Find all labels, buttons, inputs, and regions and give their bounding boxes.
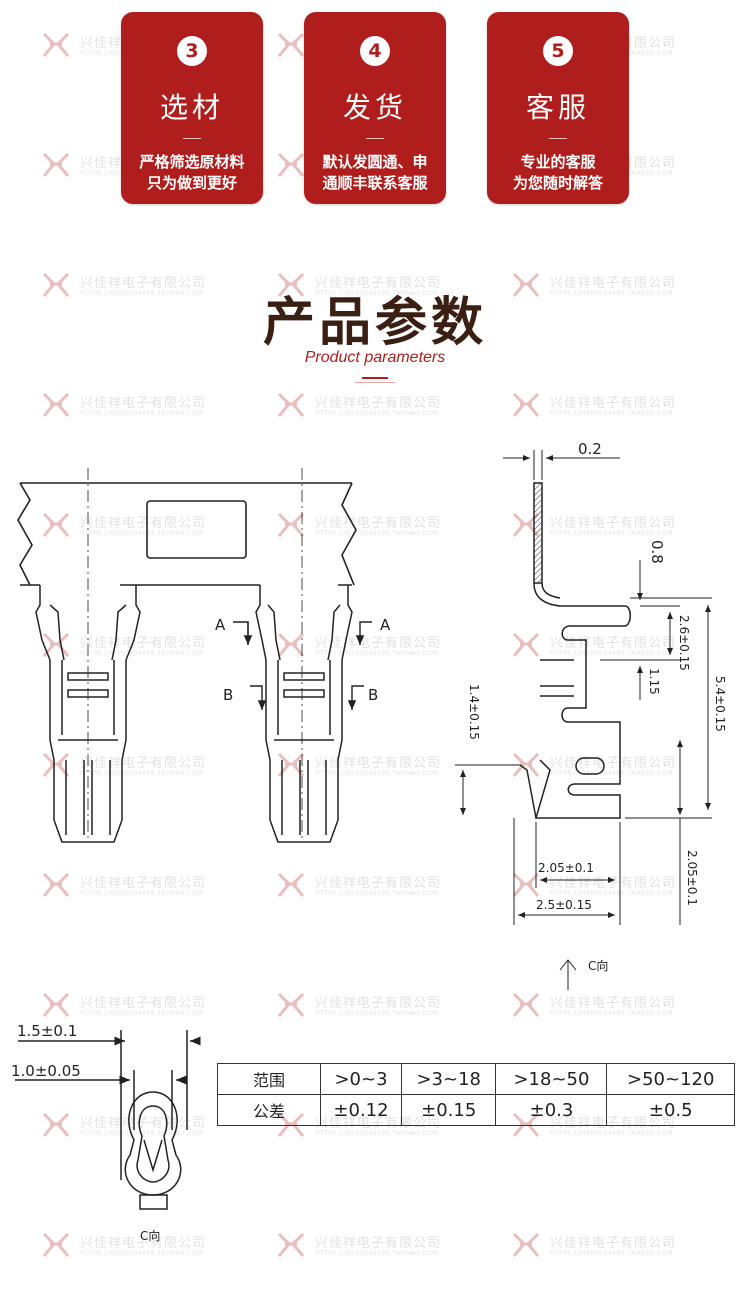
- dim-2-05-horizontal: 2.05±0.1: [538, 861, 594, 875]
- section-title: 产品参数: [262, 292, 487, 353]
- card-desc-line: 通顺丰联系客服: [322, 174, 428, 192]
- card-title: 选材: [159, 91, 224, 124]
- view-c-label: C向: [588, 958, 608, 973]
- table-cell: >3~18: [400, 1063, 497, 1095]
- dim-thickness: 0.2: [578, 440, 602, 458]
- table-cell: ±0.12: [320, 1094, 402, 1126]
- card-number: 4: [360, 36, 390, 66]
- table-cell: ±0.15: [400, 1094, 497, 1126]
- card-desc-line: 为您随时解答: [512, 174, 603, 192]
- card-divider: [549, 138, 567, 139]
- dim-1-15: 1.15: [647, 668, 661, 695]
- subtitle-underline-light: [355, 382, 395, 383]
- dim-0-8: 0.8: [648, 540, 666, 564]
- table-cell: ±0.3: [495, 1094, 608, 1126]
- section-label-b: B: [223, 686, 233, 704]
- terminal-right: [255, 585, 353, 843]
- section-label-a: A: [215, 616, 226, 634]
- table-row-label: 公差: [217, 1094, 321, 1126]
- card-description: 专业的客服 为您随时解答: [491, 152, 625, 194]
- table-cell: >18~50: [495, 1063, 608, 1095]
- dim-2-5: 2.5±0.15: [536, 898, 592, 912]
- card-desc-line: 严格筛选原材料: [139, 153, 245, 171]
- dim-5-4: 5.4±0.15: [713, 676, 727, 732]
- end-view: [15, 1030, 201, 1210]
- table-row-label: 范围: [217, 1063, 321, 1095]
- table-row: 公差 ±0.12 ±0.15 ±0.3 ±0.5: [217, 1094, 735, 1126]
- card-desc-line: 专业的客服: [520, 153, 596, 171]
- card-desc-line: 默认发圆通、申: [322, 153, 428, 171]
- terminal-left: [35, 585, 141, 843]
- dim-2-6: 2.6±0.15: [677, 615, 691, 671]
- card-shipping: 4 发货 默认发圆通、申 通顺丰联系客服: [304, 12, 446, 204]
- card-divider: [183, 138, 201, 139]
- tolerance-table: 范围 >0~3 >3~18 >18~50 >50~120 公差 ±0.12 ±0…: [217, 1063, 735, 1126]
- dim-1-4: 1.4±0.15: [467, 684, 481, 740]
- side-profile: [519, 482, 631, 819]
- table-cell: ±0.5: [606, 1094, 735, 1126]
- side-dimensions: [455, 450, 712, 990]
- section-label-a: A: [380, 616, 391, 634]
- card-title: 发货: [342, 91, 407, 124]
- card-description: 默认发圆通、申 通顺丰联系客服: [308, 152, 442, 194]
- card-number: 3: [177, 36, 207, 66]
- table-row: 范围 >0~3 >3~18 >18~50 >50~120: [217, 1063, 735, 1095]
- subtitle-underline: [362, 377, 388, 379]
- dim-1-0: 1.0±0.05: [11, 1062, 81, 1080]
- dim-1-5: 1.5±0.1: [17, 1022, 77, 1040]
- table-cell: >50~120: [606, 1063, 735, 1095]
- card-description: 严格筛选原材料 只为做到更好: [125, 152, 259, 194]
- section-markers: [233, 621, 372, 710]
- carrier-strip: [17, 468, 357, 840]
- card-service: 5 客服 专业的客服 为您随时解答: [487, 12, 629, 204]
- card-divider: [366, 138, 384, 139]
- card-material: 3 选材 严格筛选原材料 只为做到更好: [121, 12, 263, 204]
- view-c-caption: C向: [140, 1228, 160, 1243]
- section-label-b: B: [368, 686, 378, 704]
- card-number: 5: [543, 36, 573, 66]
- card-title: 客服: [525, 91, 590, 124]
- section-subtitle: Product parameters: [304, 349, 446, 366]
- table-cell: >0~3: [320, 1063, 402, 1095]
- card-desc-line: 只为做到更好: [146, 174, 237, 192]
- dim-2-05-vertical: 2.05±0.1: [685, 850, 699, 906]
